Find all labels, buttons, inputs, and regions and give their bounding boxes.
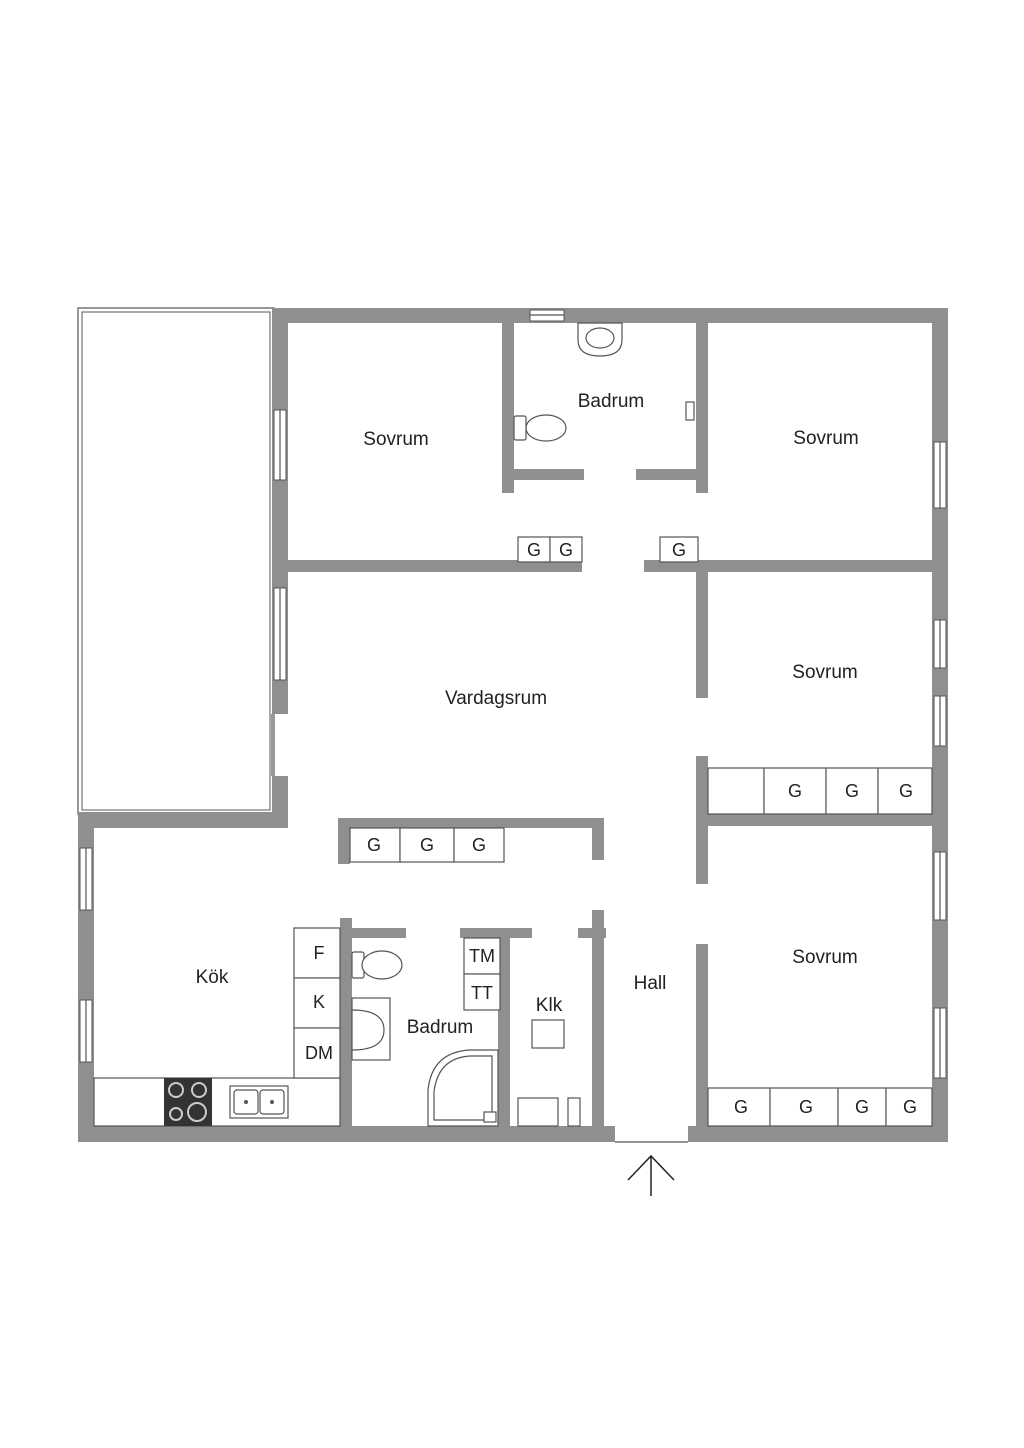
room-label-sovrum-1: Sovrum [363,429,428,450]
room-label-badrum-bottom: Badrum [407,1017,474,1038]
dryer-label: TT [471,983,493,1003]
room-label-hall: Hall [634,973,667,994]
wardrobe-label: G [672,540,686,560]
wardrobe-label: G [899,781,913,801]
sink-icon [577,322,623,357]
kitchen-sink-icon [229,1085,289,1119]
wardrobe-label: G [472,835,486,855]
wardrobe-group-bedroom-2: G [659,536,699,563]
shower-icon [427,1049,499,1127]
wardrobe-label: G [559,540,573,560]
room-label-sovrum-4: Sovrum [792,947,857,968]
wardrobe-label: G [527,540,541,560]
room-label-klk: Klk [536,995,563,1016]
fridge-label: F [314,943,325,963]
toilet-icon [351,950,403,980]
wardrobe-label: G [845,781,859,801]
room-label-sovrum-2: Sovrum [793,428,858,449]
wardrobe-label: G [367,835,381,855]
wardrobe-group-bedroom-3: G G G [707,767,933,815]
closet-fixtures [517,1019,581,1127]
wardrobe-label: G [855,1097,869,1117]
laundry-group: TM TT [463,937,501,1011]
wardrobe-group-bedroom-4: G G G G [707,1087,933,1127]
arrow-up-icon [627,1154,675,1196]
wardrobe-group-living: G G G [349,827,505,863]
wardrobe-label: G [420,835,434,855]
kitchen-counter: F K DM [93,927,341,1127]
room-label-kok: Kök [196,967,229,988]
room-label-sovrum-3: Sovrum [792,662,857,683]
terrace [77,307,275,815]
sink-icon [351,997,391,1061]
wardrobe-group-bedroom-1: G G [517,536,583,563]
windows [79,309,947,1143]
dishwasher-label: DM [305,1043,333,1063]
stove-icon [164,1078,212,1126]
toilet-icon [513,414,567,442]
tap-icon [685,401,695,421]
room-label-vardagsrum: Vardagsrum [445,688,547,709]
wardrobe-label: G [788,781,802,801]
freezer-label: K [313,992,325,1012]
wardrobe-label: G [903,1097,917,1117]
wardrobe-label: G [734,1097,748,1117]
washing-machine-label: TM [469,946,495,966]
room-label-badrum-top: Badrum [578,391,645,412]
wardrobe-label: G [799,1097,813,1117]
